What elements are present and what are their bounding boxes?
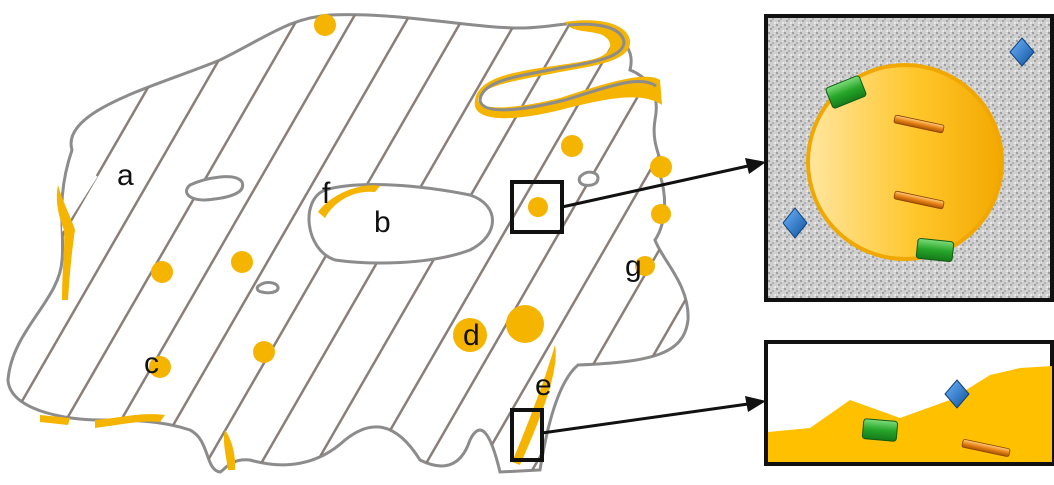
label-c: c (144, 347, 159, 380)
edge-coating-left (56, 185, 75, 300)
edge-coating-bottom-left (95, 414, 165, 428)
label-b: b (374, 206, 391, 239)
arrow-to-particle-view (561, 158, 766, 209)
edge-coating-magnified (768, 366, 1052, 462)
green-block-icon (861, 418, 899, 442)
edge-coating-bottom (223, 430, 236, 470)
label-d: d (463, 319, 480, 352)
label-f: f (322, 177, 331, 210)
diamond-icon (944, 379, 970, 409)
green-block-icon (915, 237, 955, 263)
label-g: g (625, 250, 642, 283)
label-a: a (117, 159, 134, 192)
hole-small-2 (255, 281, 280, 295)
arrow-to-edge-view (541, 396, 766, 435)
hole-small-1 (185, 175, 245, 202)
edge-coating-bottom-left-2 (40, 415, 70, 425)
edge-coating-f (318, 185, 380, 218)
green-block-icon (825, 75, 867, 109)
hole-small-3 (577, 170, 600, 187)
magnified-particle-view (764, 14, 1054, 302)
magnified-particle (806, 63, 1004, 261)
folded-arm-coating (474, 20, 662, 119)
magnified-edge-view (764, 340, 1054, 466)
diamond-icon (782, 207, 808, 239)
diamond-icon (1009, 37, 1035, 67)
edge-coating-e (512, 345, 556, 465)
folded-arm-outline (478, 22, 657, 112)
rod-icon (961, 439, 1011, 457)
label-e: e (535, 369, 552, 402)
particles (149, 14, 672, 378)
zoom-box-edge (510, 408, 544, 462)
rod-icon (893, 114, 945, 134)
rod-icon (893, 190, 945, 210)
hole-b (307, 183, 494, 265)
